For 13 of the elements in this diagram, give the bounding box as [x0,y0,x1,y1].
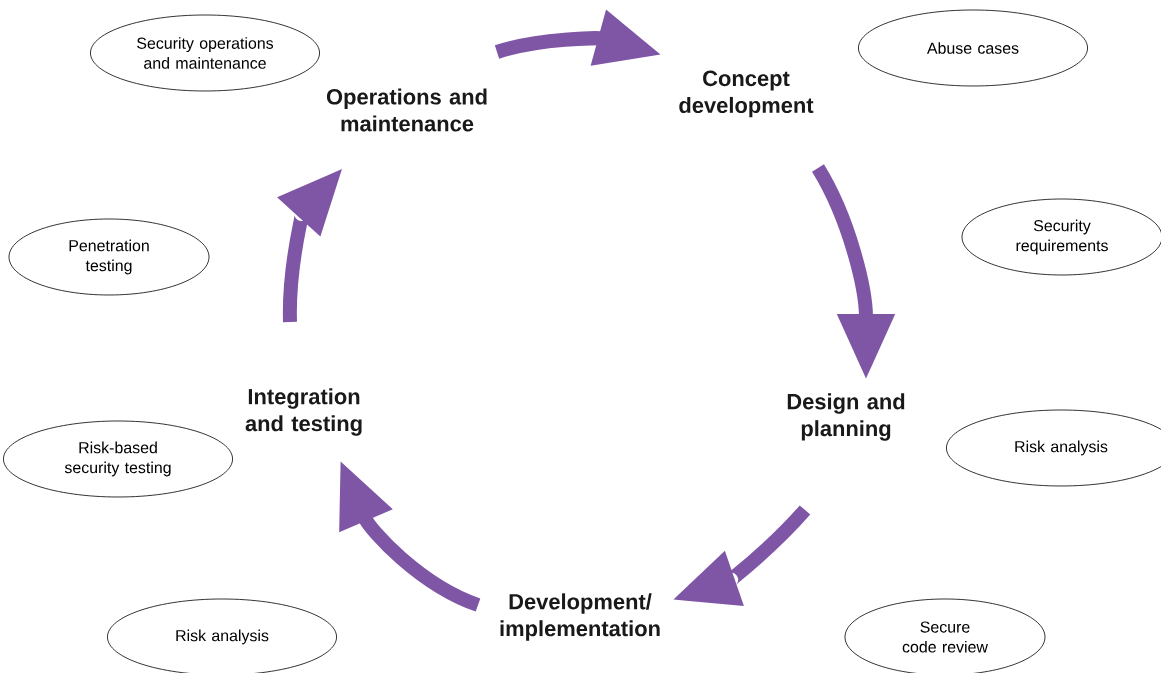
ellipse-bubble: Risk analysis [107,598,337,673]
phase-label: Operations and maintenance [326,88,487,132]
ellipse-bubble: Security operations and maintenance [90,14,320,92]
ellipse-bubble: Penetration testing [8,218,210,296]
ellipse-bubble: Risk-based security testing [3,420,233,498]
ellipse-bubble: Security requirements [961,198,1161,276]
phase-label: Development/ implementation [500,593,660,641]
ellipse-bubble: Risk analysis [946,409,1161,487]
ellipse-bubble: Secure code review [844,598,1046,673]
phase-label: Integration and testing [245,388,362,436]
ellipse-bubble: Abuse cases [858,9,1088,87]
phase-label: Concept development [679,70,814,118]
phase-label: Design and planning [787,393,905,441]
